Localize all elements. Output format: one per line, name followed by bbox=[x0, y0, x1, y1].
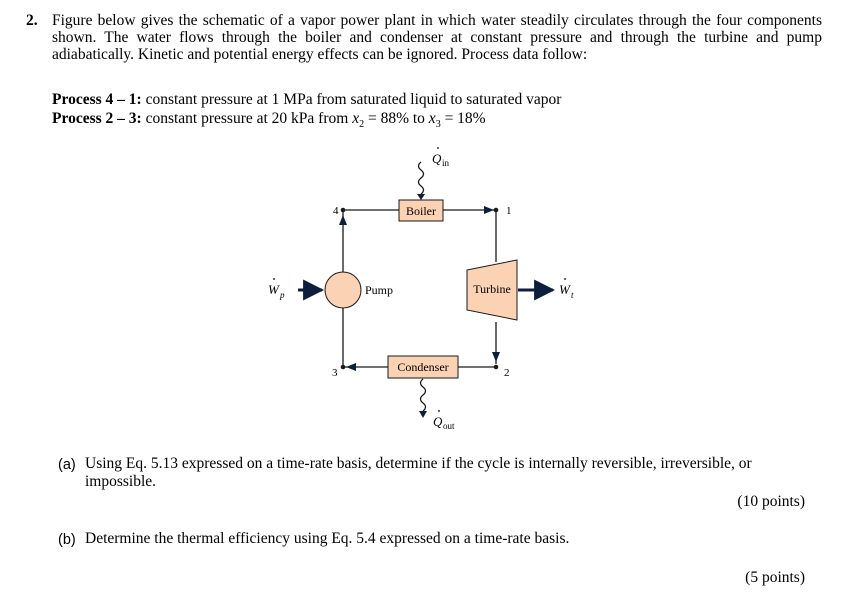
part-b-label: (b) bbox=[58, 532, 76, 548]
process-2-3-text-a: constant pressure at 20 kPa from bbox=[141, 110, 353, 127]
boiler-label: Boiler bbox=[406, 204, 436, 218]
heat-in-sub: in bbox=[442, 158, 450, 168]
process-4-1-label: Process 4 – 1: bbox=[52, 91, 142, 108]
part-a-points: (10 points) bbox=[737, 493, 805, 510]
state-4-label: 4 bbox=[333, 205, 339, 217]
turbine bbox=[466, 259, 518, 321]
pump-label: Pump bbox=[365, 283, 393, 297]
state-2-label: 2 bbox=[504, 367, 510, 379]
heat-out-label: Q bbox=[433, 414, 443, 429]
state-2-dot bbox=[493, 364, 499, 370]
process-4-1-text: constant pressure at 1 MPa from saturate… bbox=[141, 91, 562, 108]
turbine-work-sub: t bbox=[571, 290, 574, 300]
part-a-label: (a) bbox=[58, 457, 76, 473]
pump-work-label: W bbox=[268, 282, 280, 297]
question-number: 2. bbox=[26, 12, 38, 29]
state-1-dot bbox=[493, 207, 499, 213]
question-intro: Figure below gives the schematic of a va… bbox=[52, 12, 822, 63]
state-4-dot bbox=[340, 207, 346, 213]
part-a-text: Using Eq. 5.13 expressed on a time-rate … bbox=[85, 455, 752, 490]
quality-x2-sub: 2 bbox=[359, 119, 365, 131]
heat-out-sub: out bbox=[443, 421, 455, 431]
pump-work-symbol: W p bbox=[268, 278, 285, 300]
process-2-3: Process 2 – 3: constant pressure at 20 k… bbox=[52, 109, 486, 134]
heat-out-symbol: Q out bbox=[433, 410, 455, 431]
pump-work-sub: p bbox=[279, 290, 285, 300]
heat-in-arrowhead-icon bbox=[417, 194, 425, 200]
flow-arrows bbox=[339, 206, 500, 371]
process-2-3-text-b: = 88% to bbox=[364, 110, 429, 127]
heat-in-wavy-icon bbox=[417, 161, 425, 195]
state-3-label: 3 bbox=[332, 367, 338, 379]
turbine-work-symbol: W t bbox=[559, 278, 574, 300]
arrow-left-icon bbox=[346, 363, 356, 371]
state-points bbox=[340, 207, 499, 370]
heat-in-dot-icon bbox=[437, 147, 439, 149]
arrow-right-icon bbox=[484, 206, 494, 214]
state-1-label: 1 bbox=[506, 205, 512, 217]
process-2-3-text-c: = 18% bbox=[440, 110, 486, 127]
quality-x3: x bbox=[428, 110, 436, 127]
heat-out-wavy-icon bbox=[419, 378, 427, 412]
pump bbox=[324, 271, 362, 309]
heat-out-arrowhead-icon bbox=[419, 411, 427, 418]
turbine-work-dot-icon bbox=[564, 278, 566, 280]
quality-x3-sub: 3 bbox=[435, 119, 441, 131]
part-b-points: (5 points) bbox=[745, 569, 805, 586]
turbine-label: Turbine bbox=[473, 282, 511, 296]
state-3-dot bbox=[340, 364, 346, 370]
process-4-1: Process 4 – 1: constant pressure at 1 MP… bbox=[52, 90, 561, 109]
heat-in-label: Q bbox=[432, 151, 442, 166]
condenser-label: Condenser bbox=[397, 360, 448, 374]
quality-x2: x bbox=[352, 110, 360, 127]
arrow-down-icon bbox=[492, 352, 500, 362]
heat-in-symbol: Q in bbox=[432, 147, 450, 168]
part-b-text: Determine the thermal efficiency using E… bbox=[85, 530, 570, 547]
arrow-up-icon bbox=[339, 215, 347, 225]
heat-out-dot-icon bbox=[438, 410, 440, 412]
condenser bbox=[387, 355, 459, 379]
pump-work-dot-icon bbox=[273, 278, 275, 280]
turbine-work-label: W bbox=[559, 282, 571, 297]
vapor-power-plant-schematic: 4 1 2 3 Boiler Condenser Turbine Pump W … bbox=[268, 147, 574, 431]
process-2-3-label: Process 2 – 3: bbox=[52, 110, 142, 127]
